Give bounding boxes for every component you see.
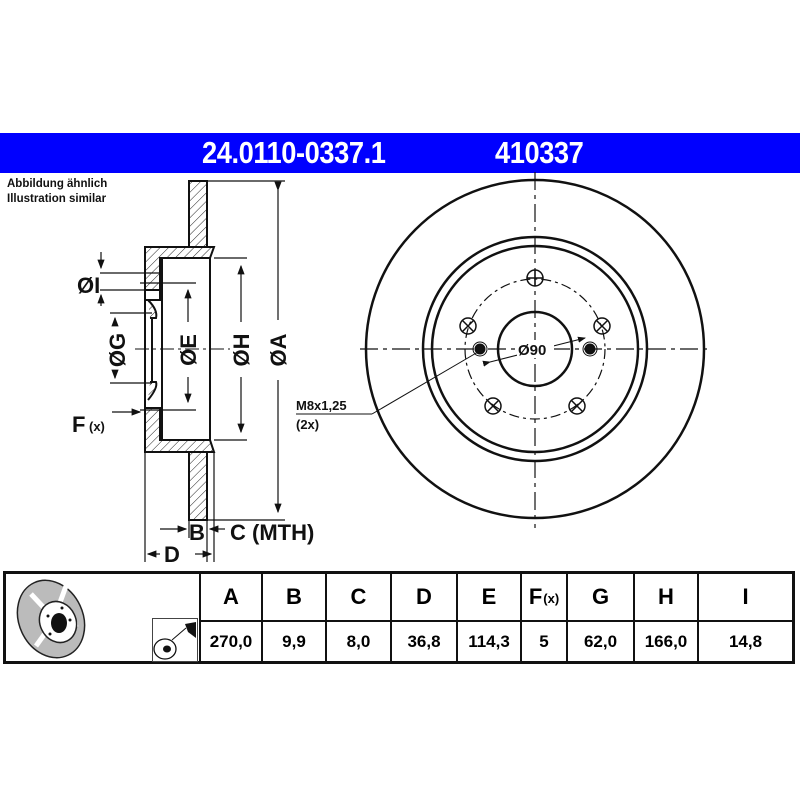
note-line-en: Illustration similar (7, 193, 107, 205)
column-b: B 9,9 (263, 574, 327, 661)
column-d: D 36,8 (392, 574, 458, 661)
label-dia-g: ØG (105, 333, 130, 367)
thread-count: (2x) (296, 417, 319, 432)
illustration-note: Abbildung ähnlich Illustration similar (7, 177, 107, 207)
brake-disc-icon (16, 579, 86, 659)
title-bar: 24.0110-0337.1 410337 (0, 133, 800, 173)
header-d: D (392, 574, 456, 622)
value-c: 8,0 (346, 631, 371, 651)
value-d: 36,8 (407, 631, 441, 651)
header-h: H (635, 574, 697, 622)
column-e: E 114,3 (458, 574, 522, 661)
spec-table: A 270,0 B 9,9 C 8,0 D 36,8 E 114,3 F(x) … (3, 571, 795, 664)
header-f-sub: (x) (543, 591, 560, 606)
front-view (296, 172, 710, 528)
column-c: C 8,0 (327, 574, 392, 661)
column-f: F(x) 5 (522, 574, 568, 661)
column-h: H 166,0 (635, 574, 699, 661)
label-dia-i: ØI (77, 273, 100, 298)
header-c: C (327, 574, 390, 622)
label-dia-e: ØE (176, 334, 201, 366)
spray-coating-icon (152, 618, 198, 662)
column-g: G 62,0 (568, 574, 635, 661)
label-f: F (72, 412, 85, 437)
label-c-mth: C (MTH) (230, 520, 314, 545)
header-f: F(x) (522, 574, 566, 622)
part-number: 24.0110-0337.1 (202, 135, 386, 170)
label-dia-a: ØA (266, 333, 291, 366)
value-b: 9,9 (282, 631, 306, 651)
header-e: E (458, 574, 520, 622)
column-a: A 270,0 (201, 574, 263, 661)
value-i: 14,8 (728, 631, 763, 651)
header-g: G (568, 574, 633, 622)
technical-drawing: ØI ØG ØE ØH ØA F (x) B C (MTH) D (72, 172, 710, 567)
dimension-lines (97, 180, 285, 562)
header-f-label: F (528, 584, 543, 609)
value-f: 5 (539, 631, 549, 651)
value-h: 166,0 (644, 631, 688, 651)
header-i: I (699, 574, 792, 622)
label-d: D (164, 542, 180, 567)
section-view (135, 180, 230, 521)
image-cell (6, 574, 201, 662)
label-dia-h: ØH (229, 334, 254, 367)
header-a: A (201, 574, 261, 622)
center-bore-label: Ø90 (518, 342, 546, 359)
label-f-sub: (x) (89, 419, 105, 434)
value-a: 270,0 (209, 631, 253, 651)
value-g: 62,0 (583, 631, 618, 651)
thread-label: M8x1,25 (296, 398, 347, 413)
short-number: 410337 (495, 135, 584, 170)
column-i: I 14,8 (699, 574, 792, 661)
value-e: 114,3 (468, 631, 510, 651)
note-line-de: Abbildung ähnlich (7, 178, 108, 190)
header-b: B (263, 574, 325, 622)
label-b: B (189, 520, 205, 545)
